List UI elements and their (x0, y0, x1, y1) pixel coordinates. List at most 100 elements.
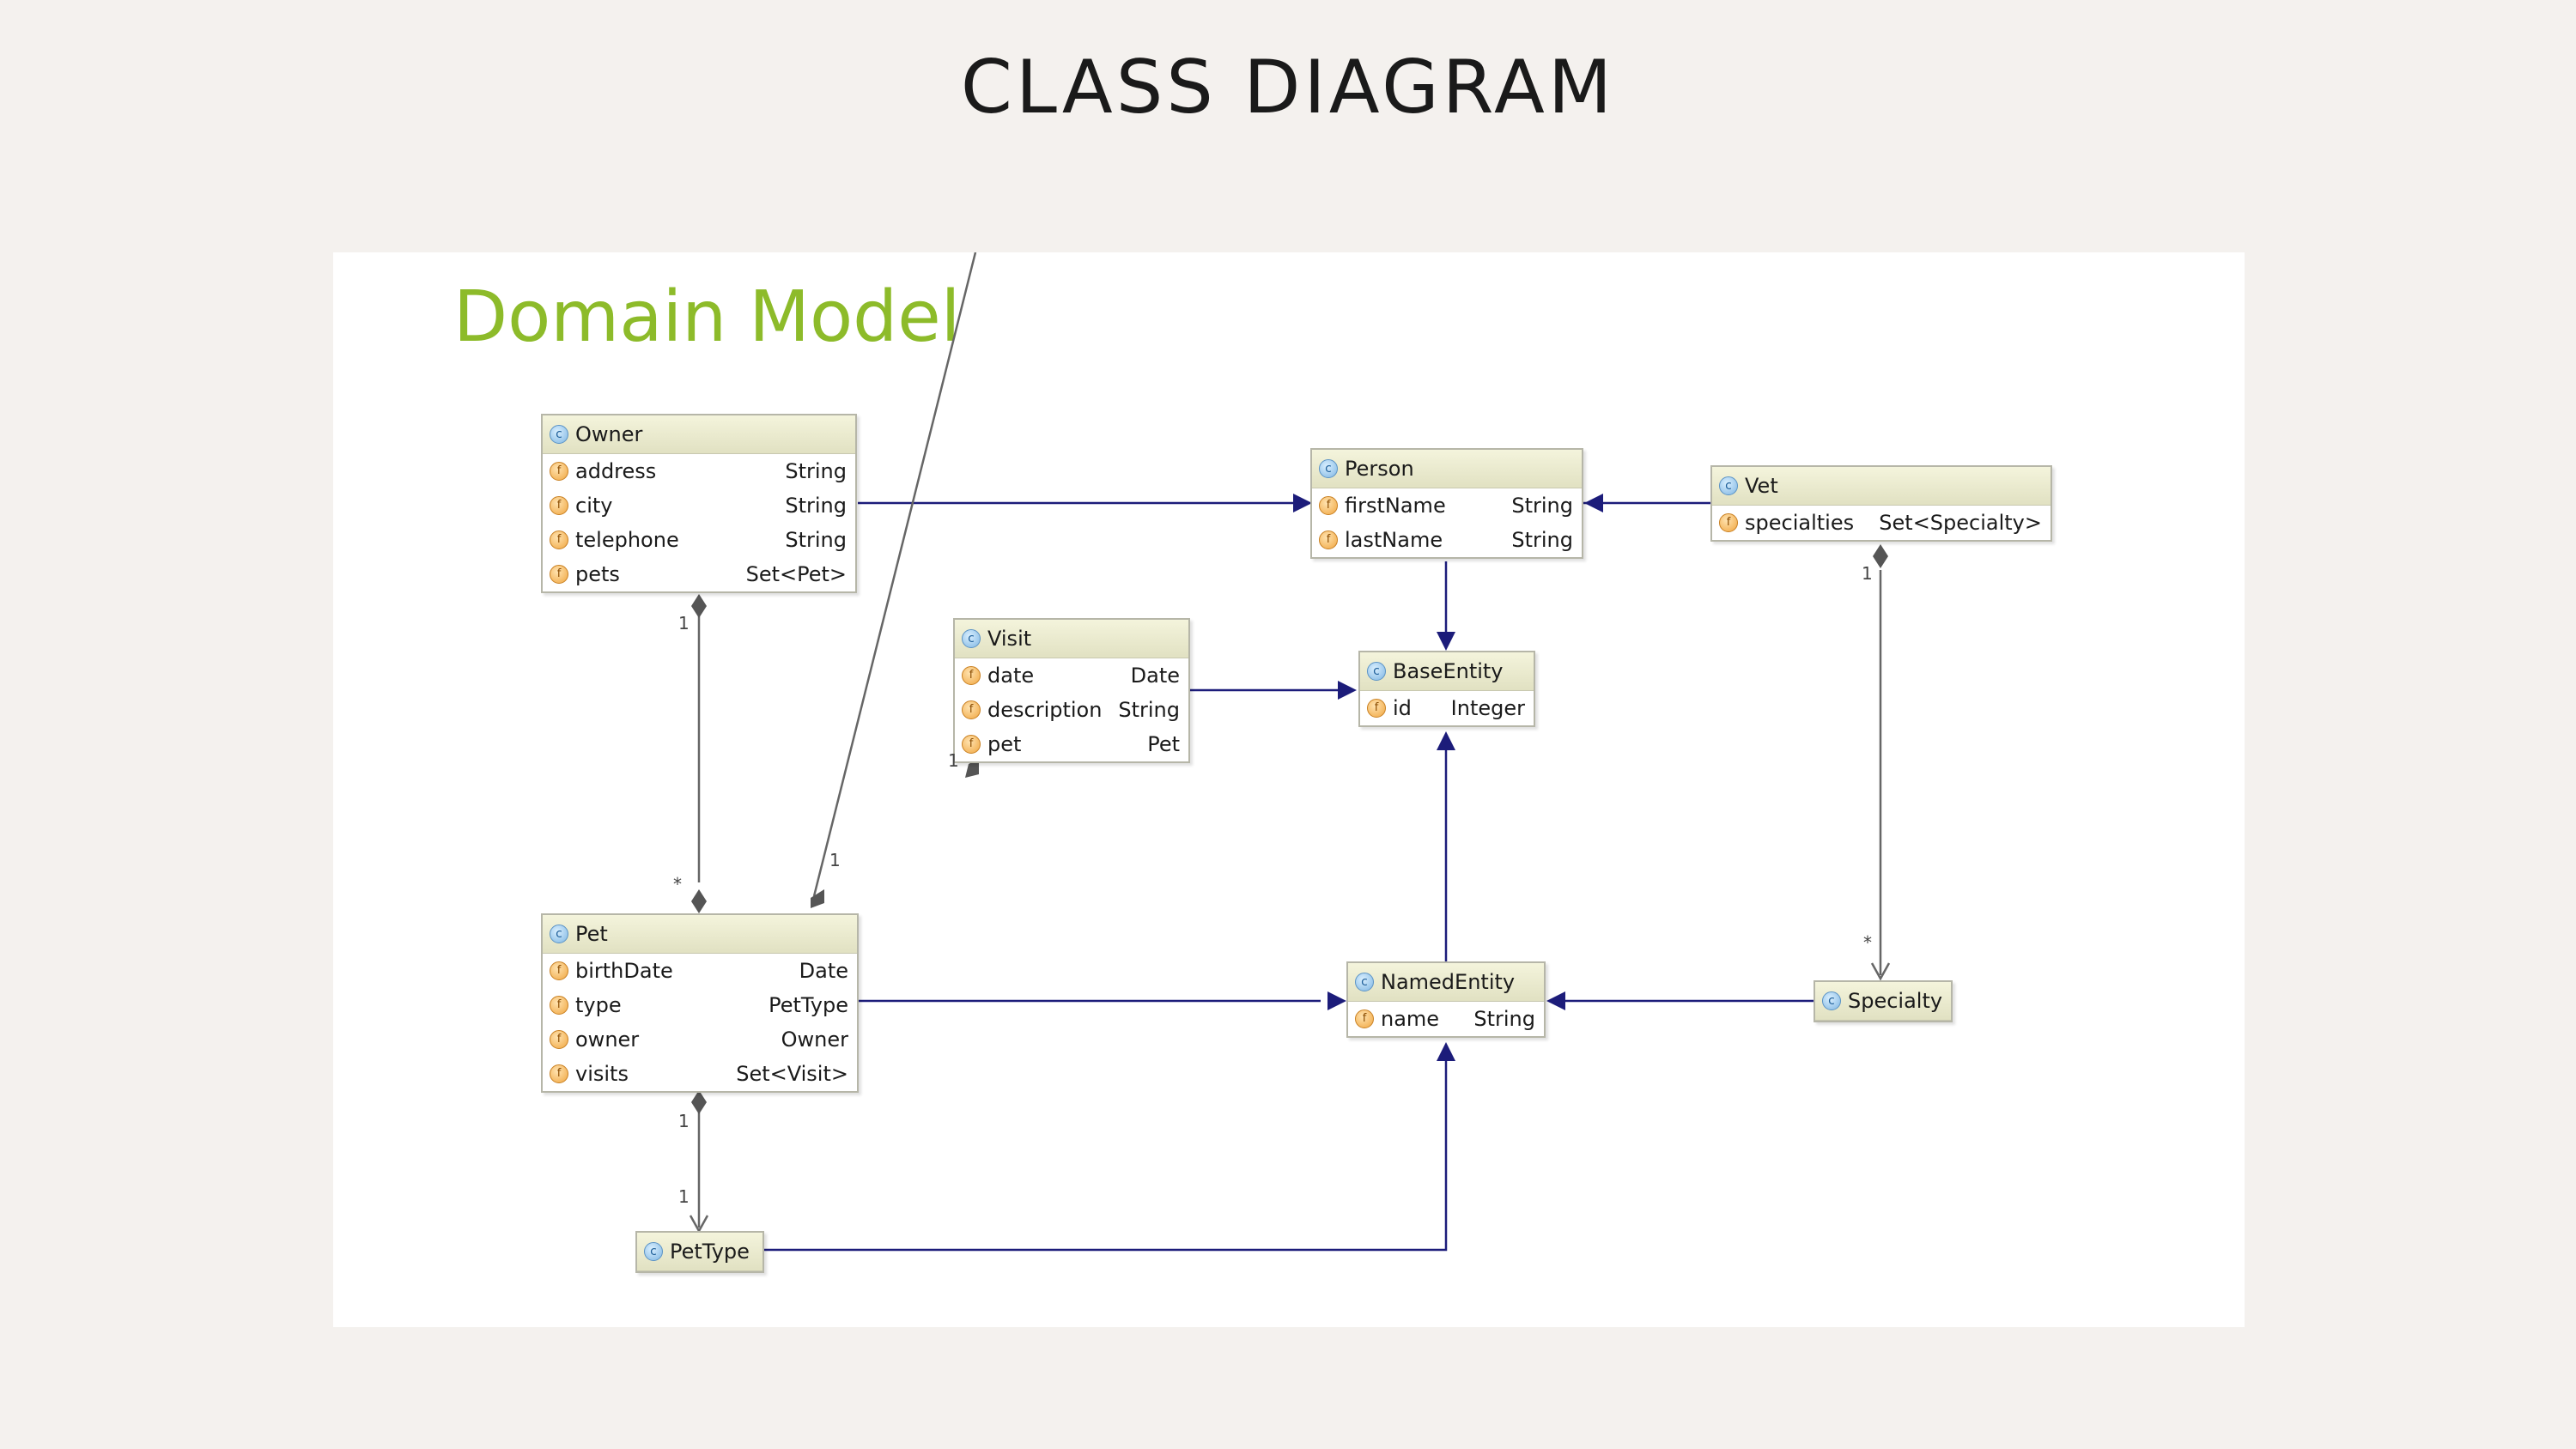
field-icon: f (962, 735, 981, 754)
field-type: String (1473, 1007, 1535, 1031)
class-icon: c (550, 925, 568, 943)
class-name: Owner (575, 422, 643, 446)
field-name: city (575, 494, 613, 518)
vet-specialty-arrowhead (1870, 962, 1891, 981)
class-specialty[interactable]: c Specialty (1814, 980, 1953, 1022)
class-icon: c (1367, 662, 1386, 681)
field-icon: f (550, 530, 568, 549)
class-name: BaseEntity (1393, 659, 1504, 683)
class-icon: c (1719, 476, 1738, 495)
field-row: f lastName String (1312, 523, 1582, 557)
pet-named-arrowhead (1327, 991, 1346, 1010)
field-type: String (1118, 698, 1180, 722)
field-type: String (1511, 528, 1573, 552)
visit-pet-diamond-bottom (811, 889, 824, 908)
class-name: Vet (1745, 474, 1778, 498)
field-row: f description String (955, 693, 1188, 727)
field-type: Date (1130, 664, 1180, 688)
field-name: address (575, 459, 657, 483)
visit-base-arrowhead (1338, 681, 1357, 700)
pettype-named-arrowhead (1437, 1042, 1455, 1061)
field-icon: f (550, 462, 568, 481)
class-icon: c (1822, 991, 1841, 1010)
field-name: birthDate (575, 959, 673, 983)
class-icon: c (962, 629, 981, 648)
field-type: String (785, 459, 847, 483)
field-name: pet (987, 732, 1022, 756)
owner-pet-diamond-top (691, 594, 707, 618)
field-icon: f (550, 496, 568, 515)
multiplicity-label: 1 (948, 750, 959, 771)
field-icon: f (550, 1064, 568, 1083)
field-name: firstName (1345, 494, 1446, 518)
specialty-named-arrowhead (1546, 991, 1565, 1010)
class-base-entity-header: c BaseEntity (1360, 652, 1534, 691)
pettype-named-edge (764, 1056, 1448, 1252)
class-name: Visit (987, 627, 1032, 651)
field-name: date (987, 664, 1035, 688)
diagram-panel: Domain Model (333, 252, 2245, 1327)
field-icon: f (1319, 530, 1338, 549)
class-name: Person (1345, 457, 1414, 481)
slide-title: CLASS DIAGRAM (960, 45, 1616, 130)
multiplicity-label: 1 (678, 613, 690, 634)
field-row: f birthDate Date (543, 954, 857, 988)
field-icon: f (1367, 699, 1386, 718)
visit-pet-edge (812, 252, 977, 897)
field-name: lastName (1345, 528, 1443, 552)
field-icon: f (550, 996, 568, 1015)
class-pet-header: c Pet (543, 915, 857, 954)
field-type: Date (799, 959, 848, 983)
field-icon: f (962, 700, 981, 719)
field-type: Integer (1450, 696, 1525, 720)
field-row: f address String (543, 454, 855, 488)
class-visit-header: c Visit (955, 620, 1188, 658)
field-type: String (785, 528, 847, 552)
field-name: owner (575, 1028, 640, 1052)
field-name: pets (575, 562, 620, 586)
class-pet-type-header: c PetType (637, 1233, 762, 1271)
field-icon: f (1719, 513, 1738, 532)
field-icon: f (1355, 1009, 1374, 1028)
class-specialty-header: c Specialty (1815, 982, 1951, 1021)
owner-person-arrowhead (1293, 494, 1312, 512)
connectors (689, 252, 1891, 1252)
field-icon: f (550, 961, 568, 980)
multiplicity-label: * (673, 874, 682, 894)
class-pet-type[interactable]: c PetType (635, 1231, 764, 1273)
field-type: String (1511, 494, 1573, 518)
field-type: Set<Visit> (736, 1062, 848, 1086)
owner-pet-diamond-bottom (691, 889, 707, 913)
class-named-entity-header: c NamedEntity (1348, 963, 1544, 1002)
class-name: PetType (670, 1240, 750, 1264)
field-name: type (575, 993, 622, 1017)
class-name: NamedEntity (1381, 970, 1516, 994)
person-base-arrowhead (1437, 632, 1455, 651)
field-name: description (987, 698, 1103, 722)
field-type: Pet (1147, 732, 1180, 756)
multiplicity-label: 1 (678, 1186, 690, 1207)
class-icon: c (550, 425, 568, 444)
class-icon: c (1355, 973, 1374, 991)
field-name: name (1381, 1007, 1440, 1031)
vet-specialty-diamond (1873, 544, 1888, 568)
field-icon: f (550, 565, 568, 584)
field-icon: f (550, 1030, 568, 1049)
